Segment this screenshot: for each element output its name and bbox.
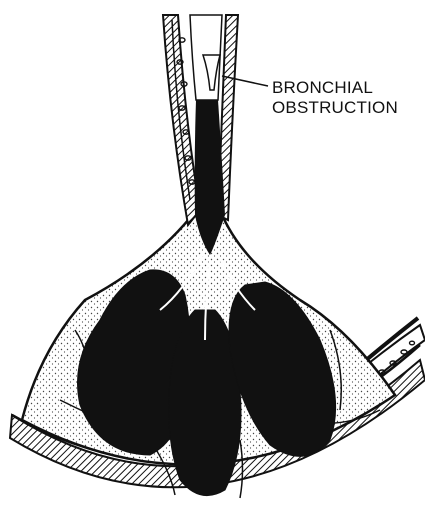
annotation-line-2: OBSTRUCTION [272,98,398,117]
annotation-label: BRONCHIAL OBSTRUCTION [272,78,398,117]
annotation-line-1: BRONCHIAL [272,78,372,97]
main-bronchus [163,15,238,255]
